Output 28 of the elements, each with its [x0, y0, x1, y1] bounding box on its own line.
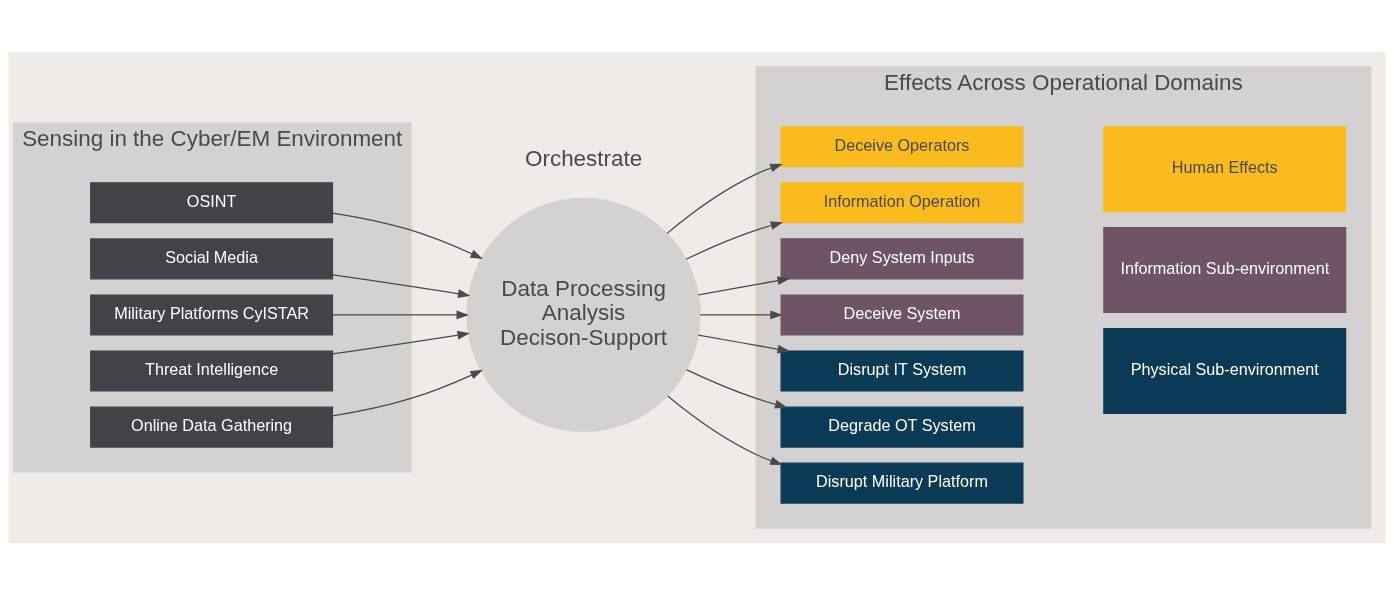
arrow	[667, 394, 783, 465]
node-box: Social Media	[90, 237, 334, 279]
node-box: Deny System Inputs	[780, 237, 1024, 279]
arrow	[332, 310, 469, 319]
arrow	[697, 275, 791, 295]
node-box: OSINT	[90, 181, 334, 223]
node-box: Deceive Operators	[780, 125, 1024, 167]
arrow	[332, 211, 483, 259]
node-box: Threat Intelligence	[90, 349, 334, 392]
node-box: Human Effects	[1103, 125, 1347, 212]
node-box: Disrupt IT System	[780, 349, 1024, 392]
arrow	[685, 220, 784, 260]
arrow	[332, 330, 470, 355]
node-box: Disrupt Military Platform	[780, 462, 1024, 504]
node-box: Degrade OT System	[780, 406, 1024, 448]
node-box: Physical Sub-environment	[1103, 327, 1347, 414]
node-box: Deceive System	[780, 293, 1024, 335]
arrow	[699, 310, 783, 319]
node-box: Information Operation	[780, 181, 1024, 223]
arrow	[686, 368, 788, 409]
node-box: Information Sub-environment	[1103, 226, 1347, 313]
arrow	[332, 273, 471, 298]
node-box: Military Platforms CyISTAR	[90, 293, 334, 335]
node-box: Online Data Gathering	[90, 406, 334, 448]
arrow	[666, 163, 783, 234]
label: Orchestrate	[525, 145, 643, 171]
arrow	[697, 334, 791, 353]
arrow	[331, 369, 483, 416]
